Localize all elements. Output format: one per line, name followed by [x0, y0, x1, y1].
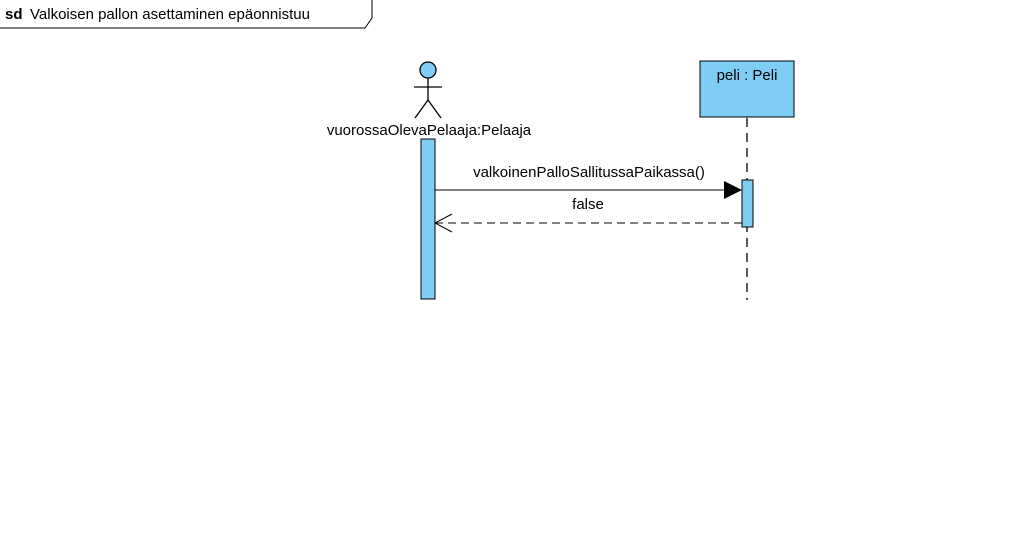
peli-object-box	[699, 60, 795, 118]
frame-tab	[0, 0, 373, 29]
message-call-arrowhead	[724, 181, 742, 199]
actor-icon	[414, 61, 442, 119]
frame-keyword: sd	[5, 6, 23, 23]
diagram-frame: sd Valkoisen pallon asettaminen epäonnis…	[0, 0, 373, 29]
peli-lifeline: peli : Peli	[699, 60, 795, 300]
peli-object-label: peli : Peli	[717, 67, 778, 84]
actor-lifeline: vuorossaOlevaPelaaja:Pelaaja	[327, 61, 532, 300]
message-call-label: valkoinenPalloSallitussaPaikassa()	[473, 164, 705, 181]
actor-label: vuorossaOlevaPelaaja:Pelaaja	[327, 122, 532, 139]
peli-activation-bar	[741, 179, 754, 228]
message-call: valkoinenPalloSallitussaPaikassa()	[435, 164, 742, 199]
message-return: false	[433, 196, 742, 233]
actor-activation-bar	[420, 138, 436, 300]
message-return-label: false	[572, 196, 604, 213]
frame-title: Valkoisen pallon asettaminen epäonnistuu	[30, 6, 310, 23]
message-return-arrowhead	[433, 213, 453, 233]
